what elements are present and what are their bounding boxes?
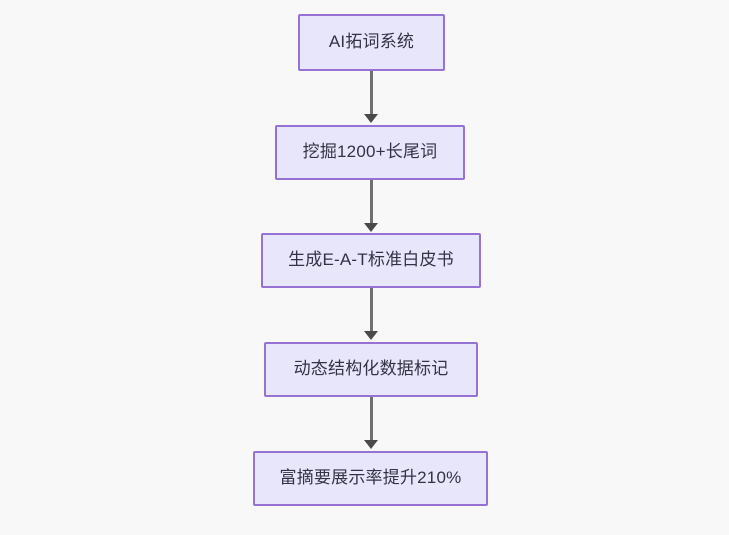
flow-arrowhead-4-5 <box>364 440 378 449</box>
flow-arrowhead-1-2 <box>364 114 378 123</box>
flow-node-4-label: 动态结构化数据标记 <box>293 359 449 379</box>
flow-node-1-label: AI拓词系统 <box>328 32 415 52</box>
flow-node-1[interactable]: AI拓词系统 <box>298 14 445 71</box>
flow-connector-4-5 <box>370 397 373 442</box>
flow-node-5[interactable]: 富摘要展示率提升210% <box>253 451 488 506</box>
flow-node-3[interactable]: 生成E-A-T标准白皮书 <box>261 233 481 288</box>
flow-arrowhead-3-4 <box>364 331 378 340</box>
flow-node-2-label: 挖掘1200+长尾词 <box>302 142 438 162</box>
flow-node-3-label: 生成E-A-T标准白皮书 <box>288 250 454 270</box>
flow-connector-3-4 <box>370 288 373 333</box>
flow-node-4[interactable]: 动态结构化数据标记 <box>264 342 478 397</box>
flow-node-2[interactable]: 挖掘1200+长尾词 <box>275 125 465 180</box>
flow-arrowhead-2-3 <box>364 223 378 232</box>
flow-node-5-label: 富摘要展示率提升210% <box>279 468 462 488</box>
flow-connector-1-2 <box>370 71 373 116</box>
flow-connector-2-3 <box>370 180 373 225</box>
